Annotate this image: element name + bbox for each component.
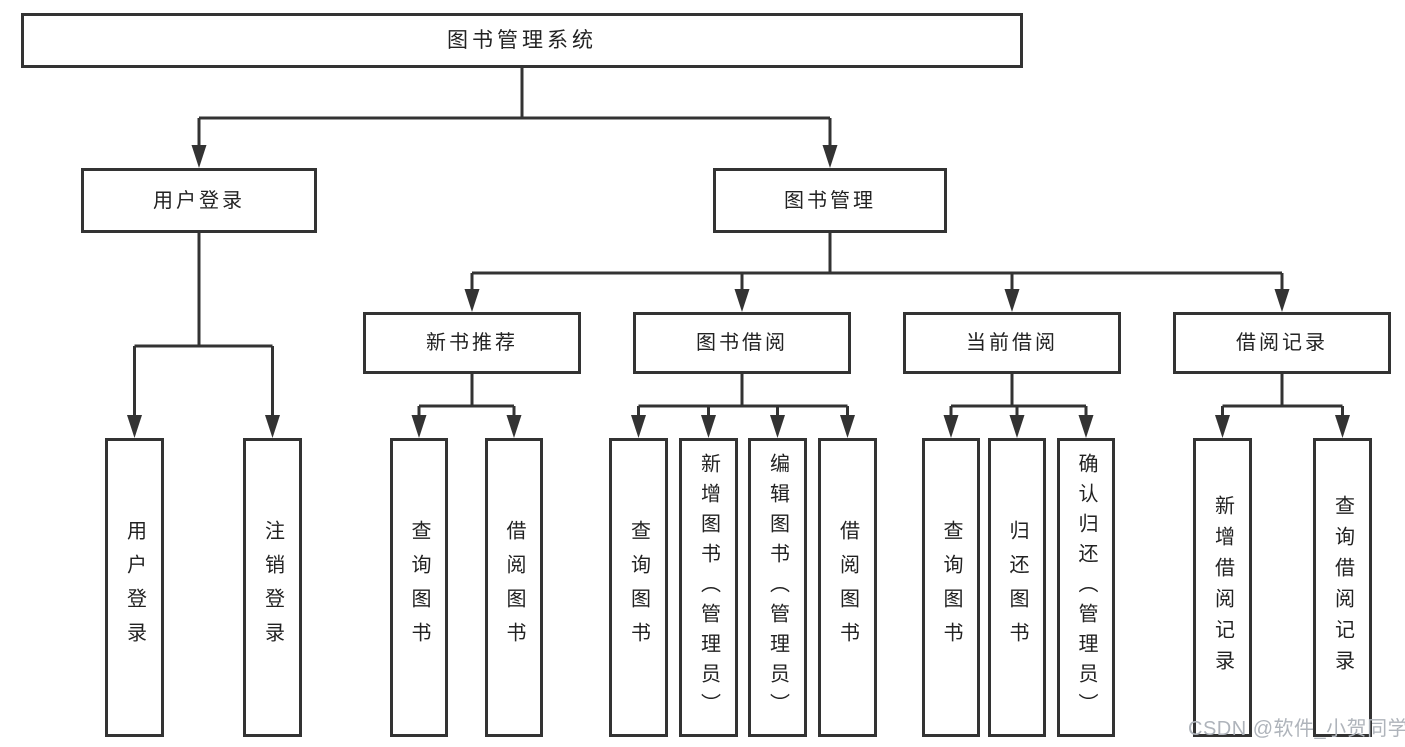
arrowhead <box>822 145 838 168</box>
arrowhead <box>631 415 646 438</box>
arrowhead <box>734 289 750 312</box>
node-new-book-recommend: 新书推荐 <box>363 312 581 374</box>
leaf-logout: 注销登录 <box>243 438 302 737</box>
arrowhead <box>943 415 959 438</box>
node-borrow-records: 借阅记录 <box>1173 312 1391 374</box>
leaf-user-login: 用户登录 <box>105 438 164 737</box>
arrowhead <box>265 415 280 438</box>
leaf-add-book-admin: 新增图书（管理员） <box>679 438 738 737</box>
arrowhead <box>701 415 716 438</box>
arrowhead <box>127 415 142 438</box>
leaf-query-books-current: 查询图书 <box>922 438 980 737</box>
arrowhead <box>1078 415 1094 438</box>
watermark: CSDN @软件_小贺同学 <box>1188 718 1405 740</box>
arrowhead <box>1004 289 1020 312</box>
leaf-edit-book-admin: 编辑图书（管理员） <box>748 438 807 737</box>
arrowhead <box>411 415 427 438</box>
connector-path <box>133 68 1344 422</box>
leaf-confirm-return-admin: 确认归还（管理员） <box>1057 438 1115 737</box>
leaf-query-books-borrow: 查询图书 <box>609 438 668 737</box>
arrowhead <box>1215 415 1230 438</box>
arrowhead <box>464 289 480 312</box>
node-current-borrow: 当前借阅 <box>903 312 1121 374</box>
arrowhead <box>1274 289 1290 312</box>
arrowhead <box>191 145 207 168</box>
leaf-return-book: 归还图书 <box>988 438 1046 737</box>
leaf-query-books-recommend: 查询图书 <box>390 438 448 737</box>
arrowhead <box>840 415 855 438</box>
arrowhead <box>1009 415 1025 438</box>
leaf-add-borrow-record: 新增借阅记录 <box>1193 438 1252 737</box>
node-book-borrow: 图书借阅 <box>633 312 851 374</box>
node-root: 图书管理系统 <box>21 13 1023 68</box>
node-book-management: 图书管理 <box>713 168 947 233</box>
node-user-login: 用户登录 <box>81 168 317 233</box>
arrowhead <box>770 415 785 438</box>
arrowhead <box>506 415 522 438</box>
leaf-borrow-books: 借阅图书 <box>818 438 877 737</box>
arrowhead <box>1335 415 1350 438</box>
leaf-borrow-books-recommend: 借阅图书 <box>485 438 543 737</box>
leaf-query-borrow-record: 查询借阅记录 <box>1313 438 1372 737</box>
